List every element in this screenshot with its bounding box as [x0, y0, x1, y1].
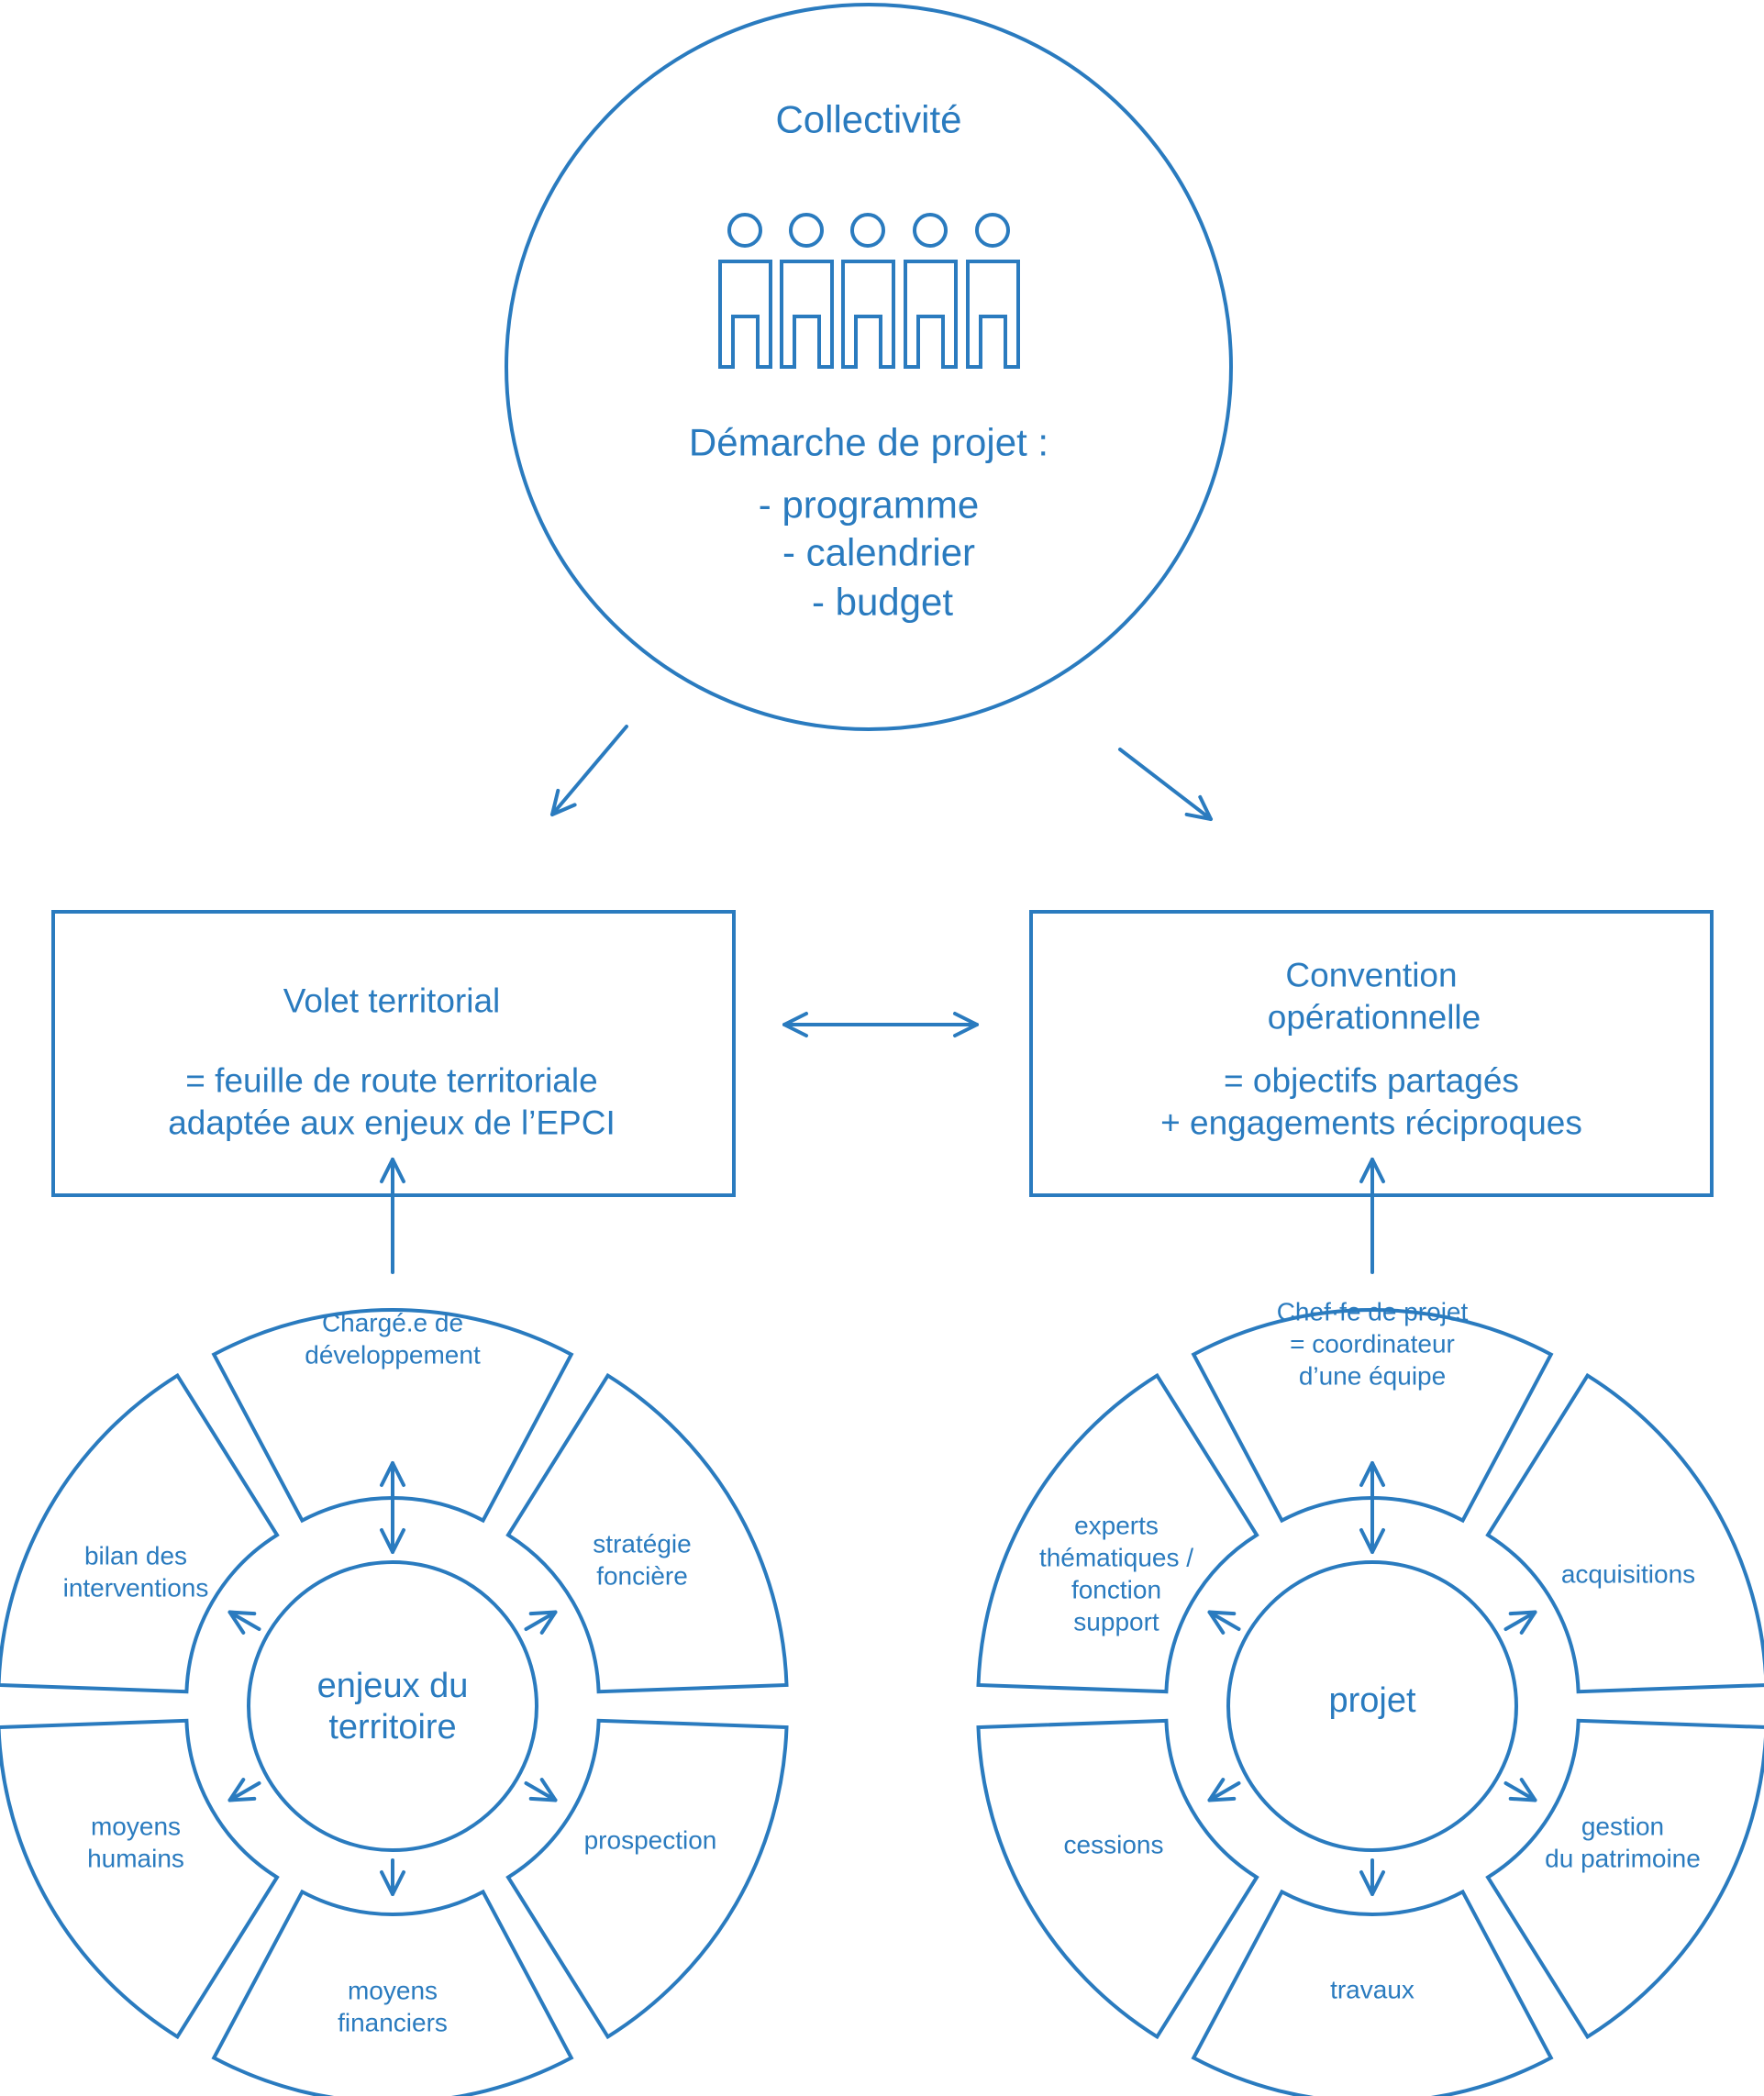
right-wheel-segment-lower-left — [976, 1718, 1259, 2040]
arrow-to-convention — [1118, 748, 1213, 821]
right-wheel-segment-top — [1191, 1308, 1554, 1524]
right-wheel-segment-upper-left — [976, 1372, 1259, 1694]
right-wheel-segment-bottom — [1191, 1889, 1554, 2096]
left-hub-label: enjeux du — [317, 1667, 469, 1705]
right-wheel-hub-arrow-upper-right — [1503, 1610, 1537, 1635]
segment-label-strategie-fonciere: stratégie — [593, 1530, 691, 1558]
right-wheel-segment-lower-right — [1485, 1718, 1764, 2040]
person-icon — [841, 213, 895, 369]
person-icon — [780, 213, 834, 369]
convention-line: = objectifs partagés — [1224, 1062, 1519, 1100]
segment-label-moyens-financiers: financiers — [338, 2009, 448, 2037]
convention-title: Convention — [1285, 957, 1457, 994]
segment-label-moyens-humains: moyens — [91, 1813, 181, 1841]
right-wheel — [976, 1308, 1764, 2096]
segment-label-bilan-interventions: bilan des — [84, 1542, 187, 1570]
segment-label-experts: thématiques / — [1039, 1544, 1193, 1572]
collectivite-item: - programme — [759, 483, 979, 527]
left-wheel-labels: enjeux du territoire Chargé.e de dévelop… — [63, 1309, 717, 2037]
left-wheel-segment-bottom — [211, 1889, 574, 2096]
right-wheel-hub-arrow-lower-left — [1207, 1778, 1241, 1802]
segment-label-bilan-interventions: interventions — [63, 1574, 209, 1602]
left-wheel-hub-arrow-upper-left — [227, 1610, 261, 1635]
right-wheel-hub-arrow-lower-right — [1503, 1778, 1537, 1802]
segment-label-prospection: prospection — [584, 1826, 717, 1855]
collectivite-item: - calendrier — [782, 531, 975, 574]
volet-line: = feuille de route territoriale — [185, 1062, 597, 1100]
segment-label-acquisitions: acquisitions — [1561, 1560, 1695, 1589]
segment-label-experts: experts — [1074, 1512, 1159, 1540]
segment-label-experts: fonction — [1071, 1576, 1161, 1604]
left-wheel-segment-upper-left — [0, 1372, 280, 1694]
segment-label-chef-projet: d’une équipe — [1299, 1362, 1446, 1391]
left-wheel — [0, 1308, 789, 2096]
segment-label-charge-developpement: Chargé.e de — [322, 1309, 463, 1337]
segment-label-gestion-patrimoine: gestion — [1581, 1813, 1664, 1841]
collectivite-title: Collectivité — [775, 98, 961, 141]
segment-label-moyens-financiers: moyens — [348, 1977, 438, 2005]
segment-label-charge-developpement: développement — [305, 1341, 481, 1370]
person-icon — [966, 213, 1020, 369]
segment-label-cessions: cessions — [1064, 1831, 1164, 1859]
segment-label-chef-projet: = coordinateur — [1290, 1330, 1455, 1359]
segment-label-strategie-fonciere: foncière — [596, 1562, 688, 1591]
left-wheel-segment-lower-left — [0, 1718, 280, 2040]
collectivite-item: - budget — [812, 581, 953, 624]
right-wheel-hub-circle — [1226, 1560, 1518, 1852]
left-wheel-segment-top — [211, 1308, 574, 1524]
arrow-to-volet — [550, 725, 628, 816]
left-wheel-hub-arrow-lower-left — [227, 1778, 261, 1802]
volet-line: adaptée aux enjeux de l’EPCI — [168, 1104, 616, 1142]
person-icon — [718, 213, 772, 369]
segment-label-gestion-patrimoine: du patrimoine — [1545, 1845, 1701, 1873]
collectivite-subtitle: Démarche de projet : — [689, 421, 1048, 464]
left-wheel-segment-lower-right — [505, 1718, 789, 2040]
right-wheel-segment-upper-right — [1485, 1372, 1764, 1694]
convention-title: opérationnelle — [1268, 999, 1481, 1037]
convention-box: Convention opérationnelle = objectifs pa… — [1029, 910, 1714, 1197]
right-wheel-hub-arrow-upper-left — [1207, 1610, 1241, 1635]
volet-title: Volet territorial — [283, 982, 501, 1020]
volet-territorial-box: Volet territorial = feuille de route ter… — [51, 910, 736, 1197]
left-wheel-hub-arrow-lower-right — [524, 1778, 558, 1802]
right-hub-label: projet — [1328, 1681, 1415, 1720]
people-group-icon — [718, 213, 1020, 369]
segment-label-moyens-humains: humains — [87, 1845, 184, 1873]
collectivite-node: Collectivité Démarche de — [505, 3, 1233, 731]
left-wheel-hub-arrow-upper-right — [524, 1610, 558, 1635]
collectivite-circle — [505, 3, 1233, 731]
person-icon — [904, 213, 958, 369]
segment-label-experts: support — [1073, 1608, 1159, 1636]
left-wheel-segment-upper-right — [505, 1372, 789, 1694]
segment-label-chef-projet: Chef·fe de projet — [1277, 1298, 1469, 1326]
segment-label-travaux: travaux — [1330, 1976, 1415, 2004]
left-hub-label: territoire — [328, 1708, 456, 1747]
left-wheel-hub-circle — [247, 1560, 538, 1852]
right-wheel-labels: projet Chef·fe de projet = coordinateur … — [1039, 1298, 1701, 2004]
convention-line: + engagements réciproques — [1160, 1104, 1582, 1142]
